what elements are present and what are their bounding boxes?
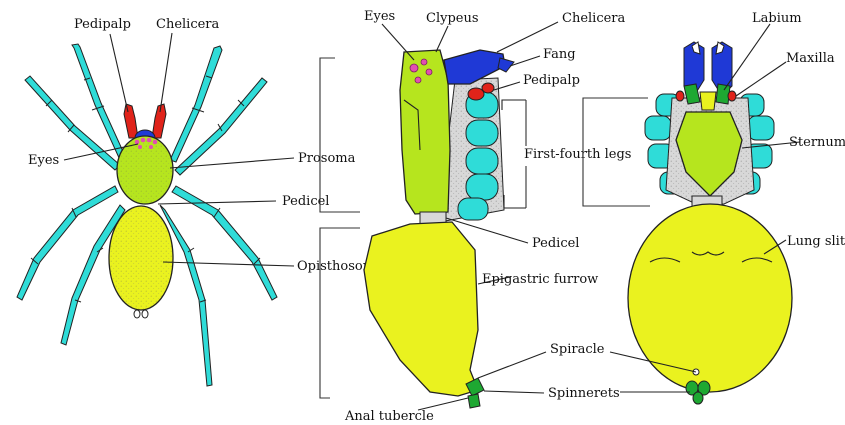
dorsal-view xyxy=(17,44,277,386)
label-eyes-mid: Eyes xyxy=(364,9,395,24)
lateral-view xyxy=(320,50,514,408)
label-pedipalp-left: Pedipalp xyxy=(74,17,131,32)
label-spinnerets: Spinnerets xyxy=(548,386,620,401)
bracket-opisthosoma xyxy=(320,228,360,398)
label-spiracle: Spiracle xyxy=(550,342,605,357)
spinnerets-left-view xyxy=(134,310,148,318)
label-epigastric-furrow: Epigastric furrow xyxy=(482,272,598,287)
ventral-view xyxy=(628,42,792,404)
opisthosoma-stipple xyxy=(109,206,173,310)
label-anal-tubercle: Anal tubercle xyxy=(344,409,434,424)
label-maxilla: Maxilla xyxy=(786,51,835,66)
label-fang: Fang xyxy=(543,47,576,62)
label-pedipalp-mid: Pedipalp xyxy=(523,73,580,88)
label-lung-slit: Lung slit xyxy=(787,234,845,249)
label-sternum: Sternum xyxy=(789,135,845,150)
lateral-prosoma xyxy=(400,50,450,214)
ventral-fangs xyxy=(692,42,724,54)
label-first-fourth-legs: First-fourth legs xyxy=(524,147,631,162)
ventral-labium xyxy=(700,92,716,110)
label-chelicera-mid: Chelicera xyxy=(562,11,626,26)
label-clypeus: Clypeus xyxy=(426,11,479,26)
label-chelicera-left: Chelicera xyxy=(156,17,220,32)
label-labium: Labium xyxy=(752,11,802,26)
bracket-prosoma xyxy=(320,58,360,212)
label-pedicel-left: Pedicel xyxy=(282,194,329,209)
label-prosoma: Prosoma xyxy=(298,151,356,166)
ventral-opisthosoma xyxy=(628,204,792,392)
label-eyes-left: Eyes xyxy=(28,153,59,168)
lateral-opisthosoma xyxy=(364,222,478,396)
label-pedicel-mid: Pedicel xyxy=(532,236,579,251)
